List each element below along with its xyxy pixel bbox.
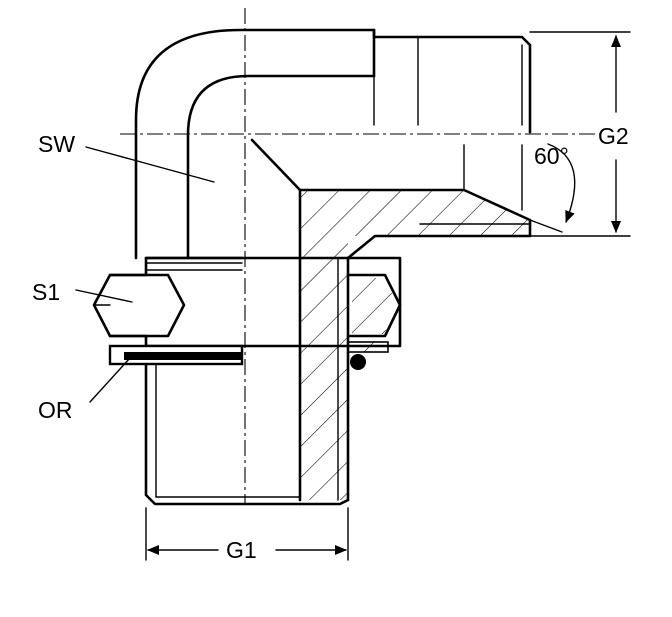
dimension-g1 bbox=[145, 507, 349, 561]
label-g2: G2 bbox=[598, 123, 629, 149]
label-g1: G1 bbox=[226, 537, 257, 563]
angle-60-dimension bbox=[529, 143, 576, 233]
center-lines bbox=[120, 8, 600, 505]
upper-tube bbox=[372, 28, 532, 211]
hex-nut-s1 bbox=[92, 256, 402, 348]
lower-stud bbox=[144, 362, 350, 506]
label-or: OR bbox=[38, 397, 73, 423]
dimension-g2 bbox=[529, 31, 631, 237]
leaders bbox=[75, 146, 215, 403]
label-angle: 60° bbox=[534, 143, 569, 169]
label-sw: SW bbox=[38, 131, 75, 157]
o-ring-seat bbox=[108, 341, 389, 370]
section-cut bbox=[250, 138, 532, 502]
label-s1: S1 bbox=[32, 279, 60, 305]
